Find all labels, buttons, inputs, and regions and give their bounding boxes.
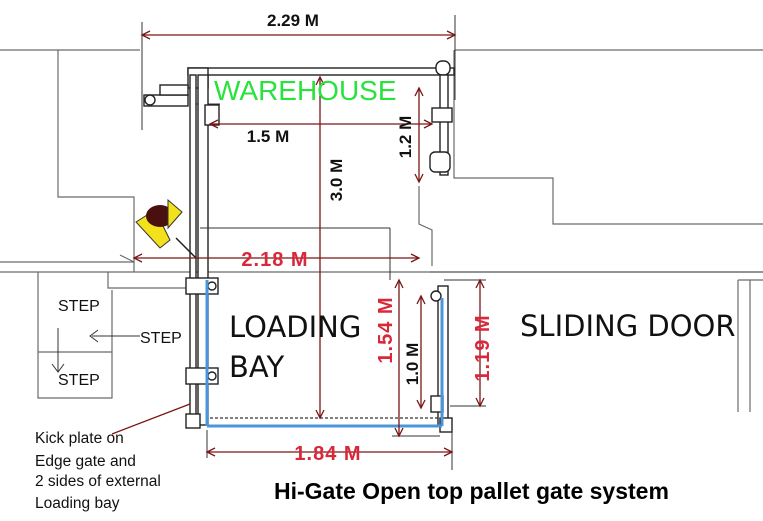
dim-bottom-width: 1.84 M xyxy=(205,430,454,470)
step-arrows xyxy=(51,328,140,373)
loading-bay-label-1: LOADING xyxy=(229,310,361,344)
dim-right-height-label: 1.19 M xyxy=(472,314,494,381)
diagram-caption: Hi-Gate Open top pallet gate system xyxy=(274,478,669,504)
note-line-2: Edge gate and xyxy=(35,453,136,470)
step-label-2: STEP xyxy=(140,330,182,347)
dim-inner-width: 1.5 M xyxy=(208,119,434,146)
sliding-door-label: SLIDING DOOR xyxy=(520,309,736,343)
dim-side-gate-outer: 1.54 M xyxy=(375,278,440,438)
dim-bottom-width-label: 1.84 M xyxy=(294,443,361,465)
dim-side-gate-inner: 1.0 M xyxy=(403,294,426,410)
dim-bay-length-label: 3.0 M xyxy=(327,159,346,202)
dim-bay-length: 3.0 M xyxy=(315,75,346,420)
note-line-3: 2 sides of external xyxy=(35,473,161,490)
dim-side-gate-outer-label: 1.54 M xyxy=(375,296,397,363)
dim-top-gate-height-label: 1.2 M xyxy=(396,116,415,159)
hazard-icon xyxy=(135,198,197,259)
dim-bay-width: 2.18 M xyxy=(132,227,421,280)
dim-top-width-label: 2.29 M xyxy=(267,11,319,30)
blue-gate-segments xyxy=(205,280,444,428)
note-line-1: Kick plate on xyxy=(35,430,124,447)
dim-inner-width-label: 1.5 M xyxy=(247,127,290,146)
dim-side-gate-inner-label: 1.0 M xyxy=(403,343,422,386)
step-label-3: STEP xyxy=(58,372,100,389)
dim-right-height: 1.19 M xyxy=(444,278,494,408)
dim-top-gate-height: 1.2 M xyxy=(396,86,424,184)
note-line-4: Loading bay xyxy=(35,495,120,512)
warehouse-label: WAREHOUSE xyxy=(214,75,397,106)
loading-bay-label-2: BAY xyxy=(229,350,284,384)
kick-plate-leader xyxy=(111,403,191,435)
step-label-1: STEP xyxy=(58,298,100,315)
dim-top-width: 2.29 M xyxy=(140,11,457,130)
top-gate xyxy=(143,60,455,176)
building-outline xyxy=(0,49,763,412)
dim-bay-width-label: 2.18 M xyxy=(241,249,308,271)
